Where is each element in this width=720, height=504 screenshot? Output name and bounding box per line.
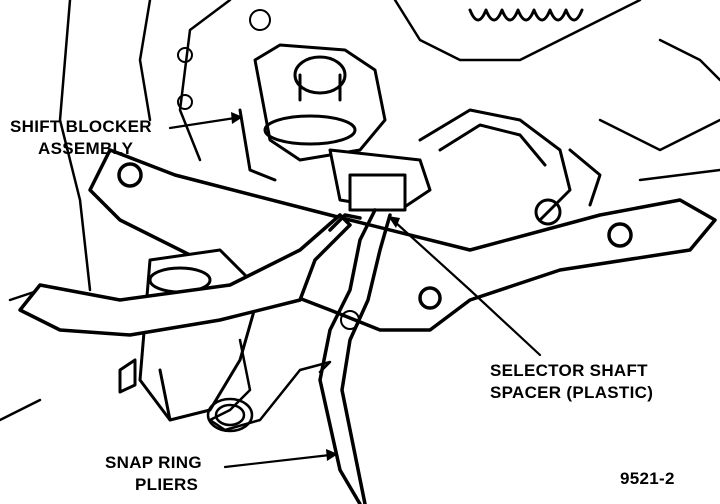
- label-snap-ring-pliers: SNAP RING PLIERS: [105, 452, 202, 496]
- return-spring: [468, 8, 584, 22]
- mounting-bracket: [88, 148, 717, 332]
- bolt-heads: [177, 9, 360, 330]
- label-selector-spacer-line2: SPACER (PLASTIC): [490, 383, 654, 402]
- label-shift-blocker-line2: ASSEMBLY: [38, 139, 134, 158]
- snap-ring: [206, 338, 332, 433]
- leader-lines: [168, 116, 542, 469]
- label-snap-ring-pliers-line1: SNAP RING: [105, 453, 202, 472]
- label-selector-spacer: SELECTOR SHAFT SPACER (PLASTIC): [490, 360, 653, 404]
- lower-housing: [118, 248, 262, 422]
- label-shift-blocker: SHIFT BLOCKER ASSEMBLY: [10, 116, 152, 160]
- selector-spacer-leader: [393, 220, 542, 357]
- label-shift-blocker-line1: SHIFT BLOCKER: [10, 117, 152, 136]
- label-selector-spacer-line1: SELECTOR SHAFT: [490, 361, 648, 380]
- shift-blocker-leader: [168, 116, 237, 130]
- snap-ring-pliers-leader: [223, 453, 332, 469]
- shift-blocker-assembly: [238, 43, 432, 212]
- figure-number: 9521-2: [620, 469, 675, 488]
- shift-linkage: [418, 108, 602, 226]
- label-snap-ring-pliers-line2: PLIERS: [135, 475, 199, 494]
- transmission-case: [0, 0, 720, 422]
